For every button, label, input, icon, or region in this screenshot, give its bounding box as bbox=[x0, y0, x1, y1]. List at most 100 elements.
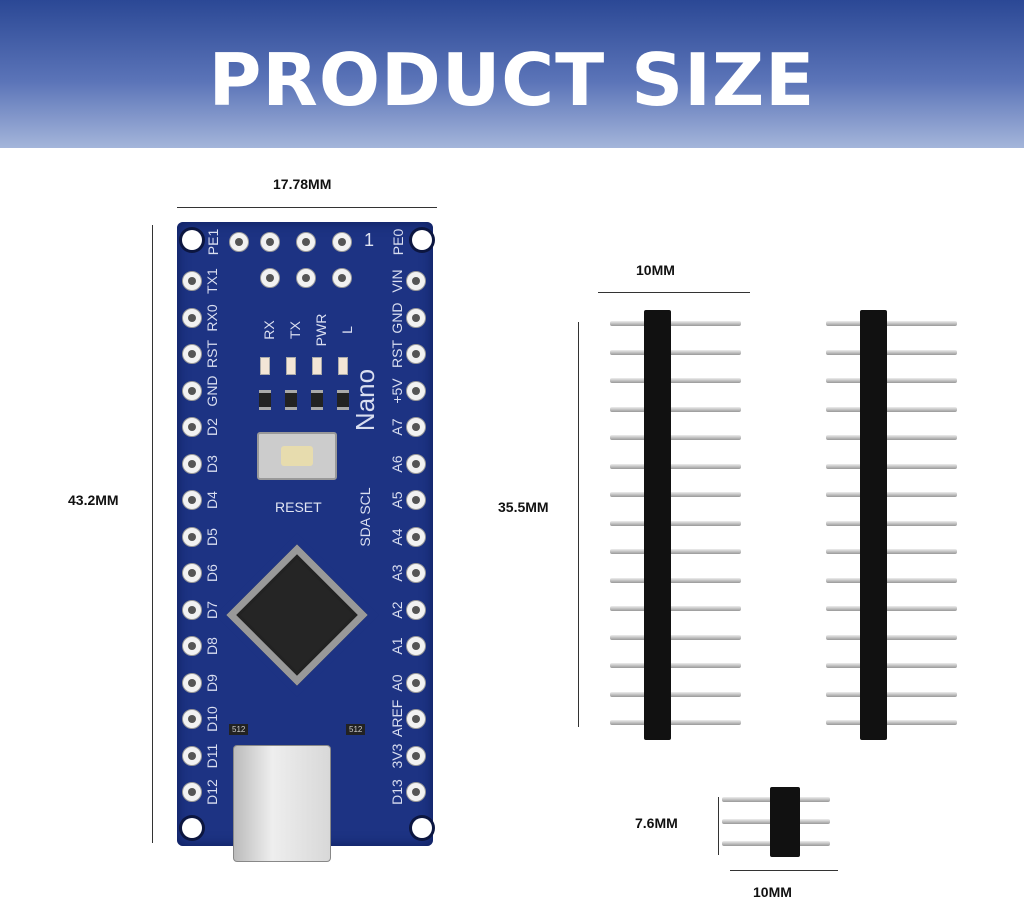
header-pin bbox=[610, 463, 741, 469]
header-pin bbox=[610, 435, 741, 440]
pin-hole bbox=[182, 745, 202, 766]
led bbox=[286, 357, 296, 375]
pin-hole bbox=[182, 599, 202, 620]
pin-hole bbox=[332, 268, 352, 288]
pin-hole bbox=[332, 232, 352, 252]
resistor bbox=[311, 390, 323, 410]
led-label: L bbox=[339, 326, 355, 334]
header-pin bbox=[826, 663, 957, 668]
reset-label: RESET bbox=[275, 499, 322, 515]
pin-hole bbox=[296, 268, 316, 288]
resistor bbox=[285, 390, 297, 410]
header-width-label: 10MM bbox=[636, 262, 675, 278]
small-header-width-line bbox=[730, 870, 838, 871]
pin-hole bbox=[406, 417, 426, 437]
header-pin bbox=[826, 378, 957, 383]
pin-label-right: RST bbox=[389, 340, 405, 368]
pin-label-right: A2 bbox=[389, 600, 405, 619]
header-pin bbox=[826, 463, 957, 469]
title-banner: PRODUCT SIZE bbox=[0, 0, 1024, 148]
pin-hole bbox=[182, 526, 202, 547]
pin-hole bbox=[182, 490, 202, 510]
page-title: PRODUCT SIZE bbox=[208, 38, 816, 122]
header-length-line bbox=[578, 322, 579, 727]
header-pin bbox=[610, 577, 741, 583]
led-label: RX bbox=[261, 320, 277, 340]
header-pin bbox=[826, 406, 957, 412]
pin-label-left: D3 bbox=[204, 454, 220, 473]
pin-hole bbox=[182, 417, 202, 437]
pin-hole bbox=[260, 268, 280, 288]
pin-header bbox=[860, 310, 887, 740]
header-pin bbox=[826, 492, 957, 497]
pin-label-left: D12 bbox=[204, 779, 220, 805]
pin-hole bbox=[406, 453, 426, 474]
board-height-line bbox=[152, 225, 153, 843]
header-pin bbox=[610, 321, 741, 326]
led-label: PWR bbox=[313, 313, 329, 347]
pin-label-left: RX0 bbox=[204, 303, 220, 332]
pin-label-left: RST bbox=[204, 340, 220, 368]
resistor-right: 512 bbox=[346, 724, 366, 735]
led bbox=[260, 357, 270, 375]
pin-label-right: A7 bbox=[389, 418, 405, 436]
header-pin bbox=[610, 349, 741, 355]
header-pin bbox=[610, 378, 741, 383]
pin-label-left: GND bbox=[204, 374, 220, 407]
pin-hole bbox=[406, 709, 426, 729]
pin-label-right: A1 bbox=[389, 637, 405, 655]
board-width-label: 17.78MM bbox=[273, 176, 332, 192]
pin-hole bbox=[182, 672, 202, 693]
small-header-height-line bbox=[718, 797, 719, 855]
header-pin bbox=[610, 520, 741, 526]
pin-label-right: +5V bbox=[389, 377, 405, 404]
usb-c-port bbox=[233, 745, 331, 862]
pin-label-left: D8 bbox=[204, 637, 220, 655]
pin-hole bbox=[406, 490, 426, 510]
pin-hole bbox=[182, 782, 202, 802]
header-length-label: 35.5MM bbox=[498, 499, 549, 515]
i2c-label: SDA SCL bbox=[357, 487, 373, 547]
pin-hole bbox=[406, 599, 426, 620]
pin-hole bbox=[406, 307, 426, 328]
header-pin bbox=[826, 606, 957, 611]
led bbox=[338, 357, 348, 375]
header-pin bbox=[610, 634, 741, 640]
pin-label-right: A3 bbox=[389, 564, 405, 582]
pin-label-right: 3V3 bbox=[389, 743, 405, 768]
pin-header bbox=[644, 310, 671, 740]
pin-label-right: A6 bbox=[389, 454, 405, 473]
board-width-line bbox=[177, 207, 437, 208]
header-pin bbox=[826, 691, 957, 697]
header-pin bbox=[826, 435, 957, 440]
nano-board bbox=[177, 222, 433, 846]
header-pin bbox=[610, 606, 741, 611]
led-label: TX bbox=[287, 321, 303, 339]
pin-label-top-left: PE1 bbox=[205, 228, 221, 256]
pin-label-top-right: PE0 bbox=[390, 228, 406, 256]
pin-hole bbox=[406, 745, 426, 766]
mounting-hole bbox=[182, 230, 202, 250]
small-header-height-label: 7.6MM bbox=[635, 815, 678, 831]
header-width-line bbox=[598, 292, 750, 293]
pin-hole bbox=[406, 563, 426, 583]
pin-label-right: A0 bbox=[389, 673, 405, 692]
pin-hole bbox=[182, 453, 202, 474]
pin-hole bbox=[182, 380, 202, 401]
pin-label-right: D13 bbox=[389, 779, 405, 805]
led bbox=[312, 357, 322, 375]
header-pin bbox=[610, 406, 741, 412]
pin-label-left: D4 bbox=[204, 491, 220, 509]
pin-label-left: D5 bbox=[204, 527, 220, 546]
header-pin bbox=[610, 720, 741, 725]
resistor-left: 512 bbox=[229, 724, 249, 735]
mounting-hole bbox=[412, 230, 432, 250]
header-pin bbox=[826, 520, 957, 526]
resistor bbox=[259, 390, 271, 410]
pin-hole bbox=[182, 563, 202, 583]
pin-hole bbox=[182, 271, 202, 291]
header-pin bbox=[610, 691, 741, 697]
pin-hole bbox=[182, 307, 202, 328]
pin-label-left: D2 bbox=[204, 418, 220, 436]
pin-label-left: TX1 bbox=[204, 268, 220, 294]
